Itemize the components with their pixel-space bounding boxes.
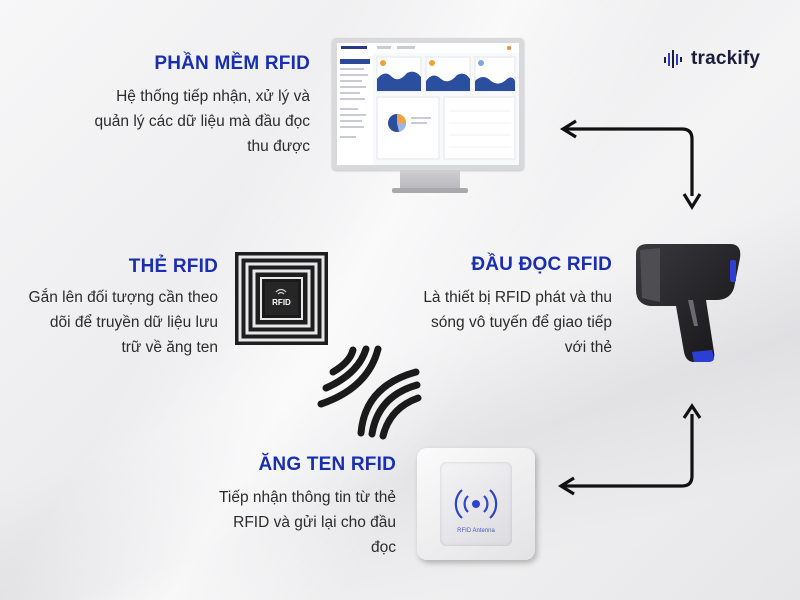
- logo-text: trackify: [691, 48, 761, 69]
- double-arrow-icon: [559, 119, 702, 211]
- antenna-device-label: RFID Antenna: [457, 528, 495, 534]
- tag-description: Gắn lên đối tượng cần theo dõi để truyền…: [28, 289, 218, 356]
- rfid-tag-icon: RFID: [235, 252, 328, 345]
- software-description: Hệ thống tiếp nhận, xử lý và quản lý các…: [94, 88, 310, 155]
- reader-title: ĐẦU ĐỌC RFID: [471, 254, 612, 275]
- monitor-icon: [332, 38, 524, 170]
- antenna-title: ĂNG TEN RFID: [258, 454, 396, 475]
- double-arrow-icon: [557, 403, 702, 496]
- software-title: PHẦN MỀM RFID: [154, 53, 310, 74]
- brand-logo: trackify: [664, 48, 760, 70]
- monitor-base: [392, 188, 468, 193]
- antenna-description: Tiếp nhận thông tin từ thẻ RFID và gửi l…: [219, 489, 396, 556]
- monitor-stand: [400, 170, 460, 190]
- logo-bars-icon: [664, 50, 682, 68]
- tag-title: THẺ RFID: [128, 256, 218, 277]
- reader-description: Là thiết bị RFID phát và thu sóng vô tuy…: [423, 289, 612, 356]
- radio-waves-icon: [317, 345, 422, 440]
- dashboard-screen: [337, 43, 519, 165]
- rfid-reader-icon: [630, 240, 746, 366]
- antenna-icon: RFID Antenna: [417, 448, 535, 560]
- tag-chip-label: RFID: [272, 298, 291, 307]
